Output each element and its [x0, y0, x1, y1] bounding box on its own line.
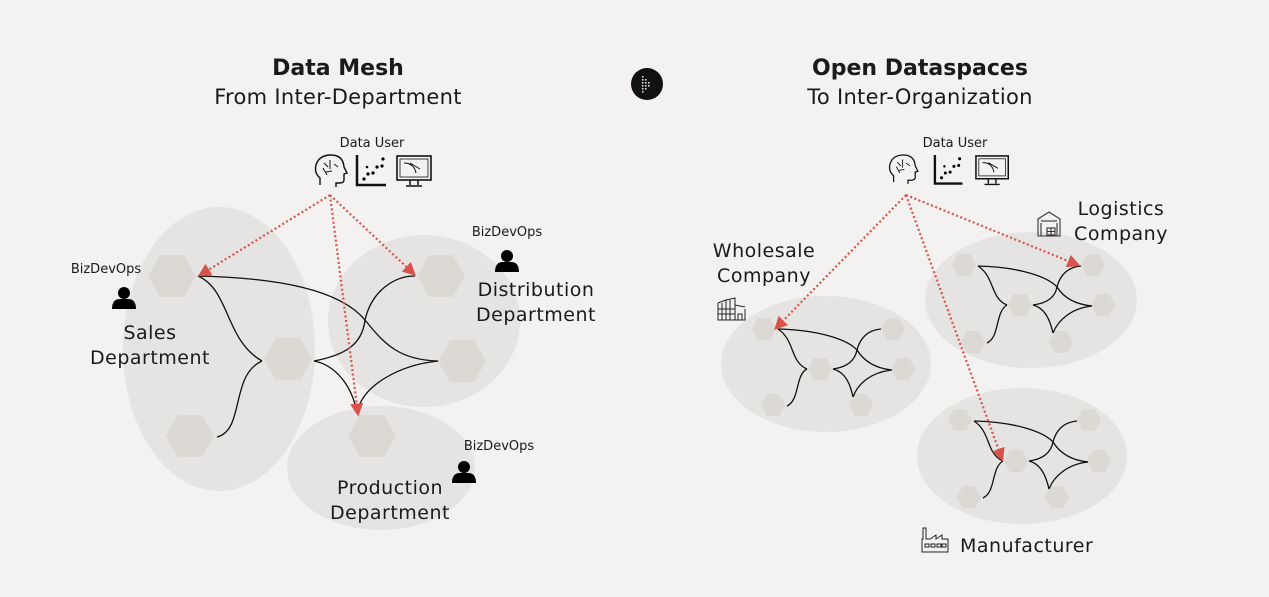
brain-head-icon — [314, 154, 348, 187]
sales-label-line2: Department — [90, 347, 210, 369]
wholesale-network — [752, 318, 915, 416]
right-panel: Open Dataspaces To Inter-Organization Da… — [713, 56, 1168, 557]
logistics-label-line1: Logistics — [1078, 198, 1165, 220]
distribution-domain: BizDevOps Distribution Department — [472, 225, 596, 326]
left-access-arrows — [197, 194, 416, 417]
data-user-label: Data User — [923, 136, 988, 151]
monitor-graph-icon — [396, 155, 432, 187]
warehouse-icon — [717, 297, 746, 321]
garage-icon — [1037, 211, 1061, 237]
bizdevops-label: BizDevOps — [464, 439, 535, 454]
logistics-org: Logistics Company — [1037, 198, 1168, 245]
right-title: Open Dataspaces — [812, 56, 1028, 81]
left-title: Data Mesh — [272, 56, 404, 81]
scatter-chart-icon — [355, 155, 386, 187]
manufacturer-org: Manufacturer — [921, 527, 1093, 557]
bizdevops-label: BizDevOps — [472, 225, 543, 240]
wholesale-label-line2: Company — [717, 265, 811, 287]
right-subtitle: To Inter-Organization — [806, 85, 1032, 109]
brain-head-icon — [888, 154, 919, 184]
person-icon — [495, 250, 519, 272]
sales-domain: BizDevOps Sales Department — [71, 262, 210, 369]
logistics-network — [952, 254, 1115, 353]
scatter-chart-icon — [933, 155, 963, 185]
factory-icon — [921, 527, 949, 553]
data-user-label: Data User — [340, 136, 405, 151]
play-arrow-icon — [631, 68, 663, 100]
production-label-line2: Department — [330, 502, 450, 524]
left-data-user: Data User — [314, 136, 432, 187]
left-subtitle: From Inter-Department — [214, 85, 462, 109]
distribution-label-line2: Department — [476, 304, 596, 326]
bizdevops-label: BizDevOps — [71, 262, 142, 277]
production-domain-area — [287, 406, 475, 530]
left-panel: Data Mesh From Inter-Department Data Use… — [71, 56, 596, 530]
production-domain: BizDevOps Production Department — [330, 439, 534, 524]
wholesale-org: Wholesale Company — [713, 240, 815, 321]
manufacturer-network — [948, 409, 1111, 508]
manufacturer-label: Manufacturer — [960, 535, 1093, 557]
right-data-user: Data User — [888, 136, 1010, 186]
logistics-label-line2: Company — [1074, 223, 1168, 245]
right-access-arrows — [774, 193, 1081, 462]
wholesale-label-line1: Wholesale — [713, 240, 815, 262]
monitor-graph-icon — [975, 155, 1010, 186]
distribution-label-line1: Distribution — [478, 279, 595, 301]
sales-label-line1: Sales — [123, 322, 176, 344]
production-label-line1: Production — [337, 477, 443, 499]
